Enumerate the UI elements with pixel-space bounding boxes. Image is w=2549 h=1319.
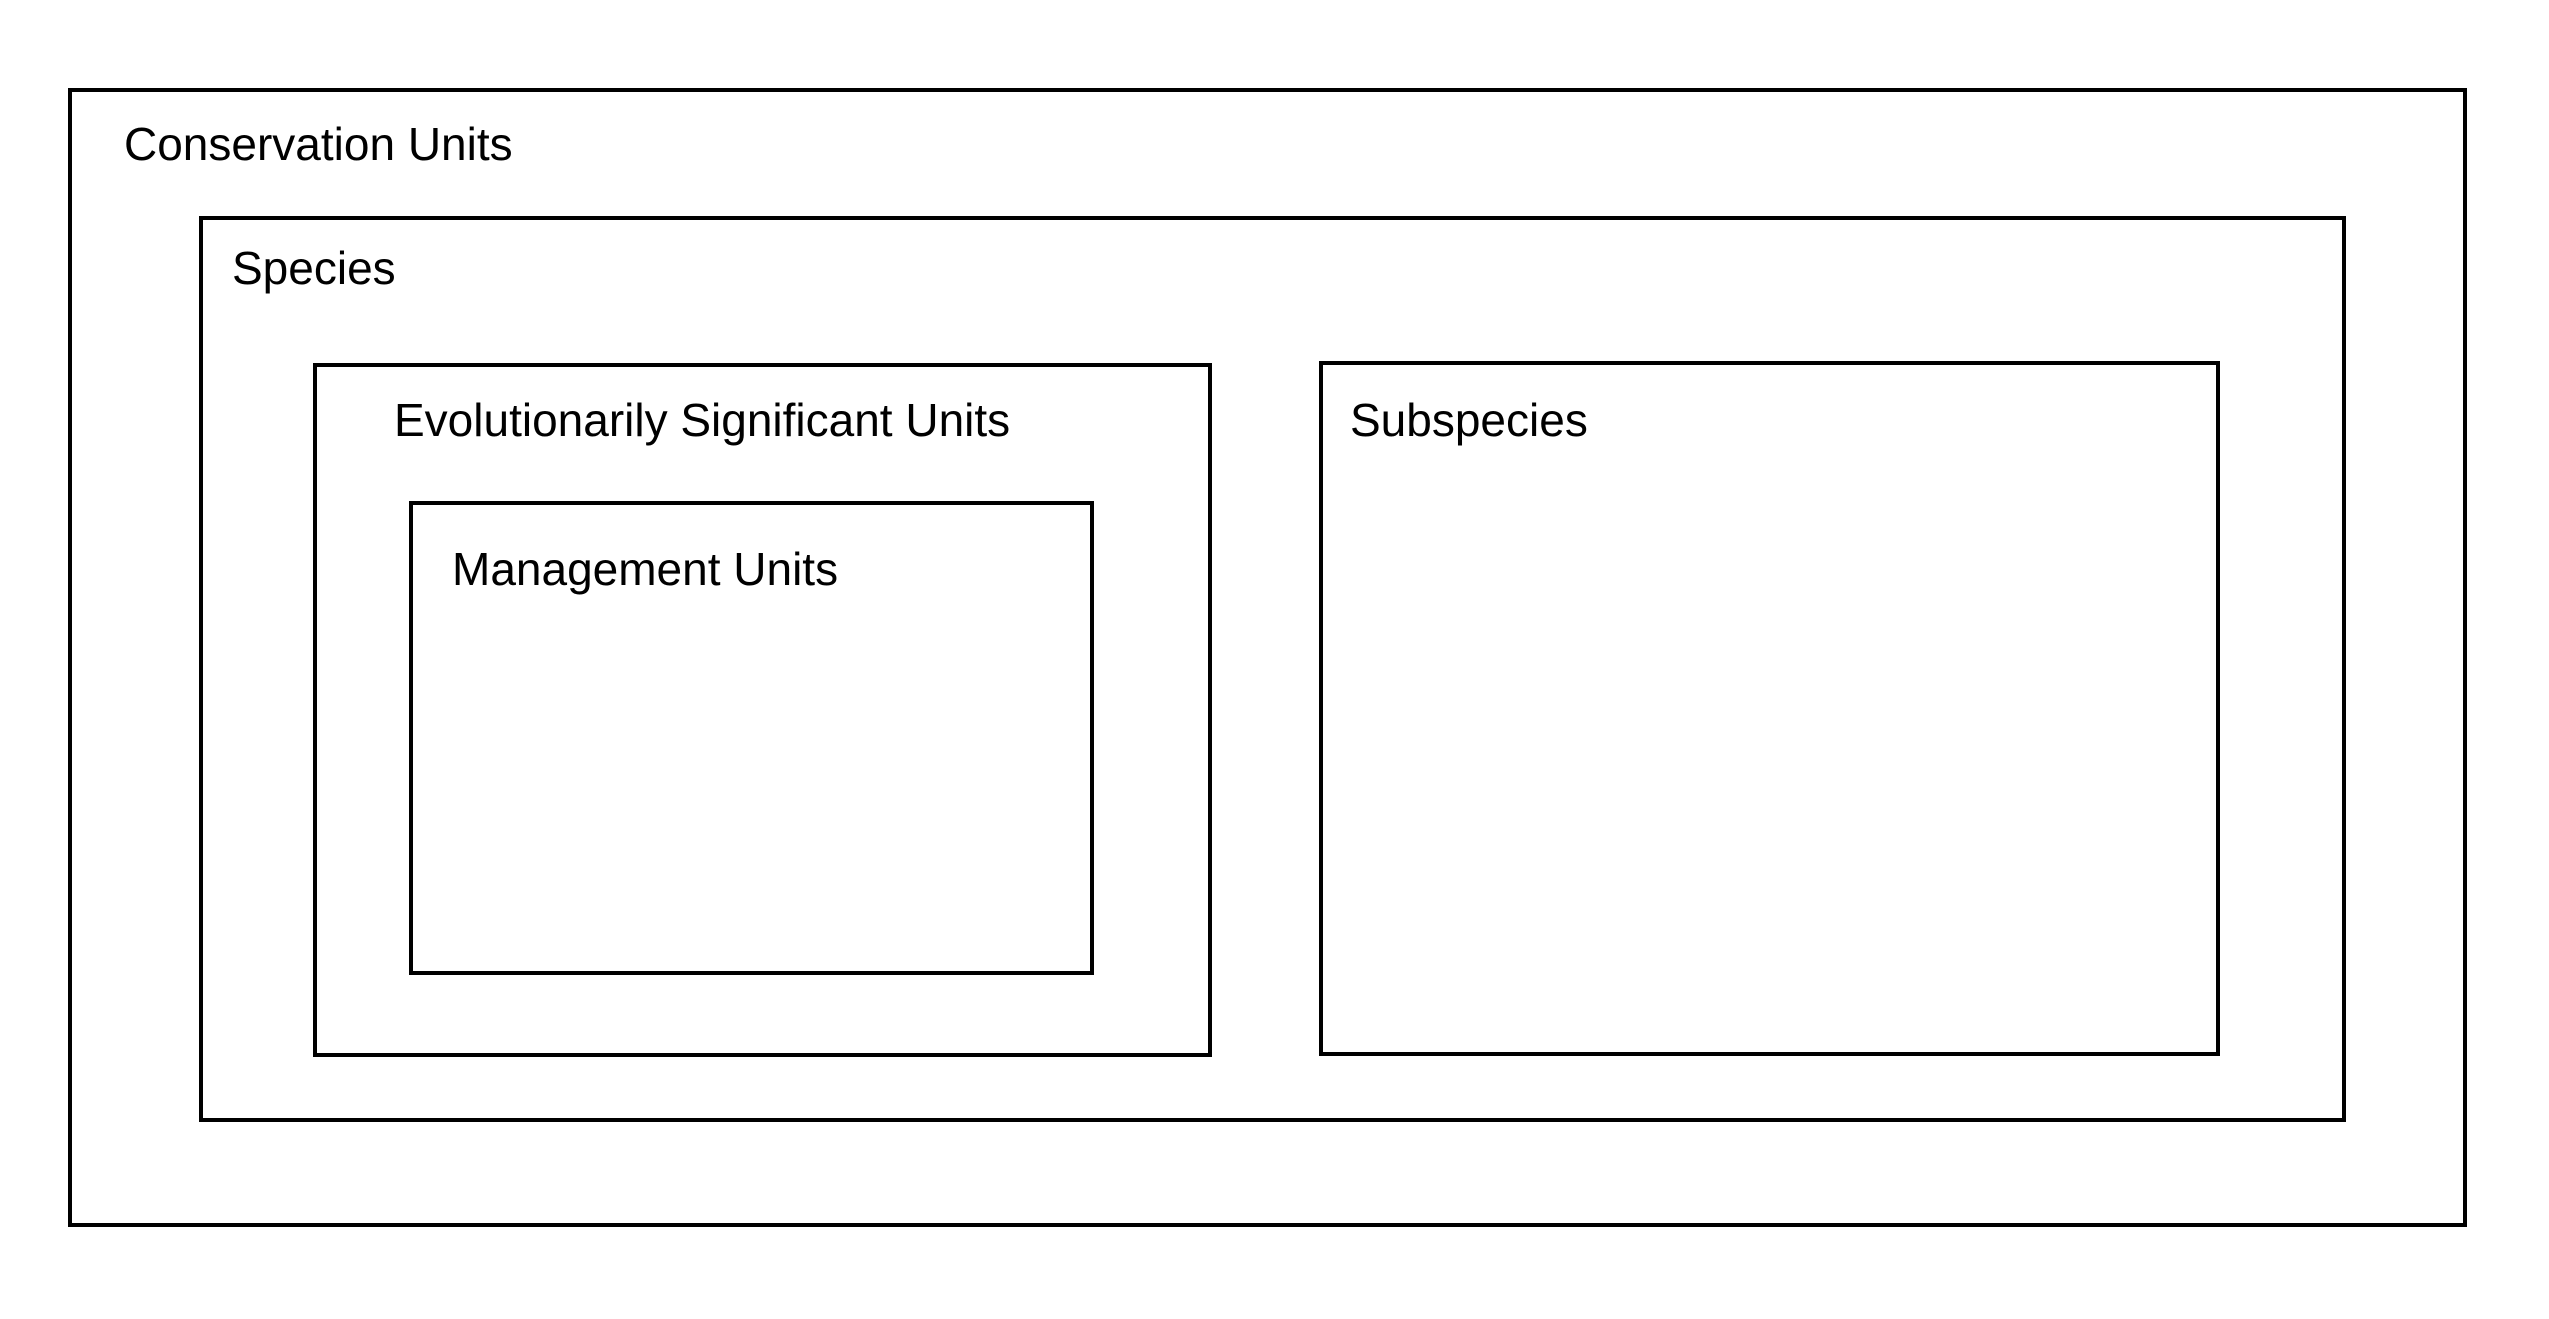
label-subspecies: Subspecies	[1350, 394, 1588, 446]
label-evolutionarily-significant-units: Evolutionarily Significant Units	[394, 394, 1011, 446]
box-management-units[interactable]	[409, 501, 1094, 975]
label-management-units: Management Units	[452, 543, 839, 595]
label-conservation-units: Conservation Units	[124, 118, 513, 170]
label-species: Species	[232, 242, 396, 294]
box-conservation-units[interactable]	[68, 88, 2467, 1227]
box-evolutionarily-significant-units[interactable]	[313, 363, 1212, 1057]
box-subspecies[interactable]	[1319, 361, 2220, 1056]
box-species[interactable]	[199, 216, 2346, 1122]
